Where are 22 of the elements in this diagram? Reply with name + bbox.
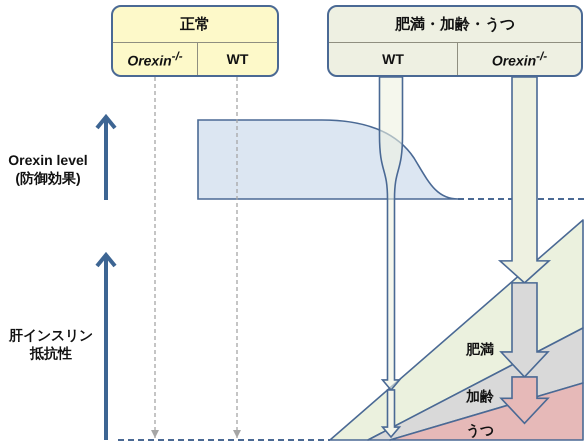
condition-heading: 正常 <box>180 16 210 34</box>
layer-label: 肥満 <box>466 341 494 358</box>
block-arrow <box>499 282 550 378</box>
genotype-label: Orexin$^{-/-}$ <box>492 49 548 70</box>
header-cell <box>457 42 581 75</box>
genotype-label: Orexin$^{-/-}$ <box>127 49 183 70</box>
condition-panel <box>111 5 279 77</box>
layer-label: 加齢 <box>466 388 494 405</box>
header-cell <box>197 42 277 75</box>
dashed-arrow <box>233 77 241 438</box>
block-arrow <box>378 76 404 391</box>
condition-panel <box>327 5 583 77</box>
condition-heading: 肥満・加齢・うつ <box>395 16 515 34</box>
genotype-label: WT <box>382 50 404 68</box>
axis-label: 肝インスリン抵抗性 <box>8 326 94 362</box>
layer-label: うつ <box>466 422 494 439</box>
block-arrow <box>380 389 402 438</box>
block-arrow <box>499 376 550 424</box>
axis-label: Orexin level (防御効果) <box>7 151 89 187</box>
dashed-arrow <box>151 77 159 438</box>
block-arrow <box>498 76 552 284</box>
genotype-label: WT <box>226 50 248 68</box>
